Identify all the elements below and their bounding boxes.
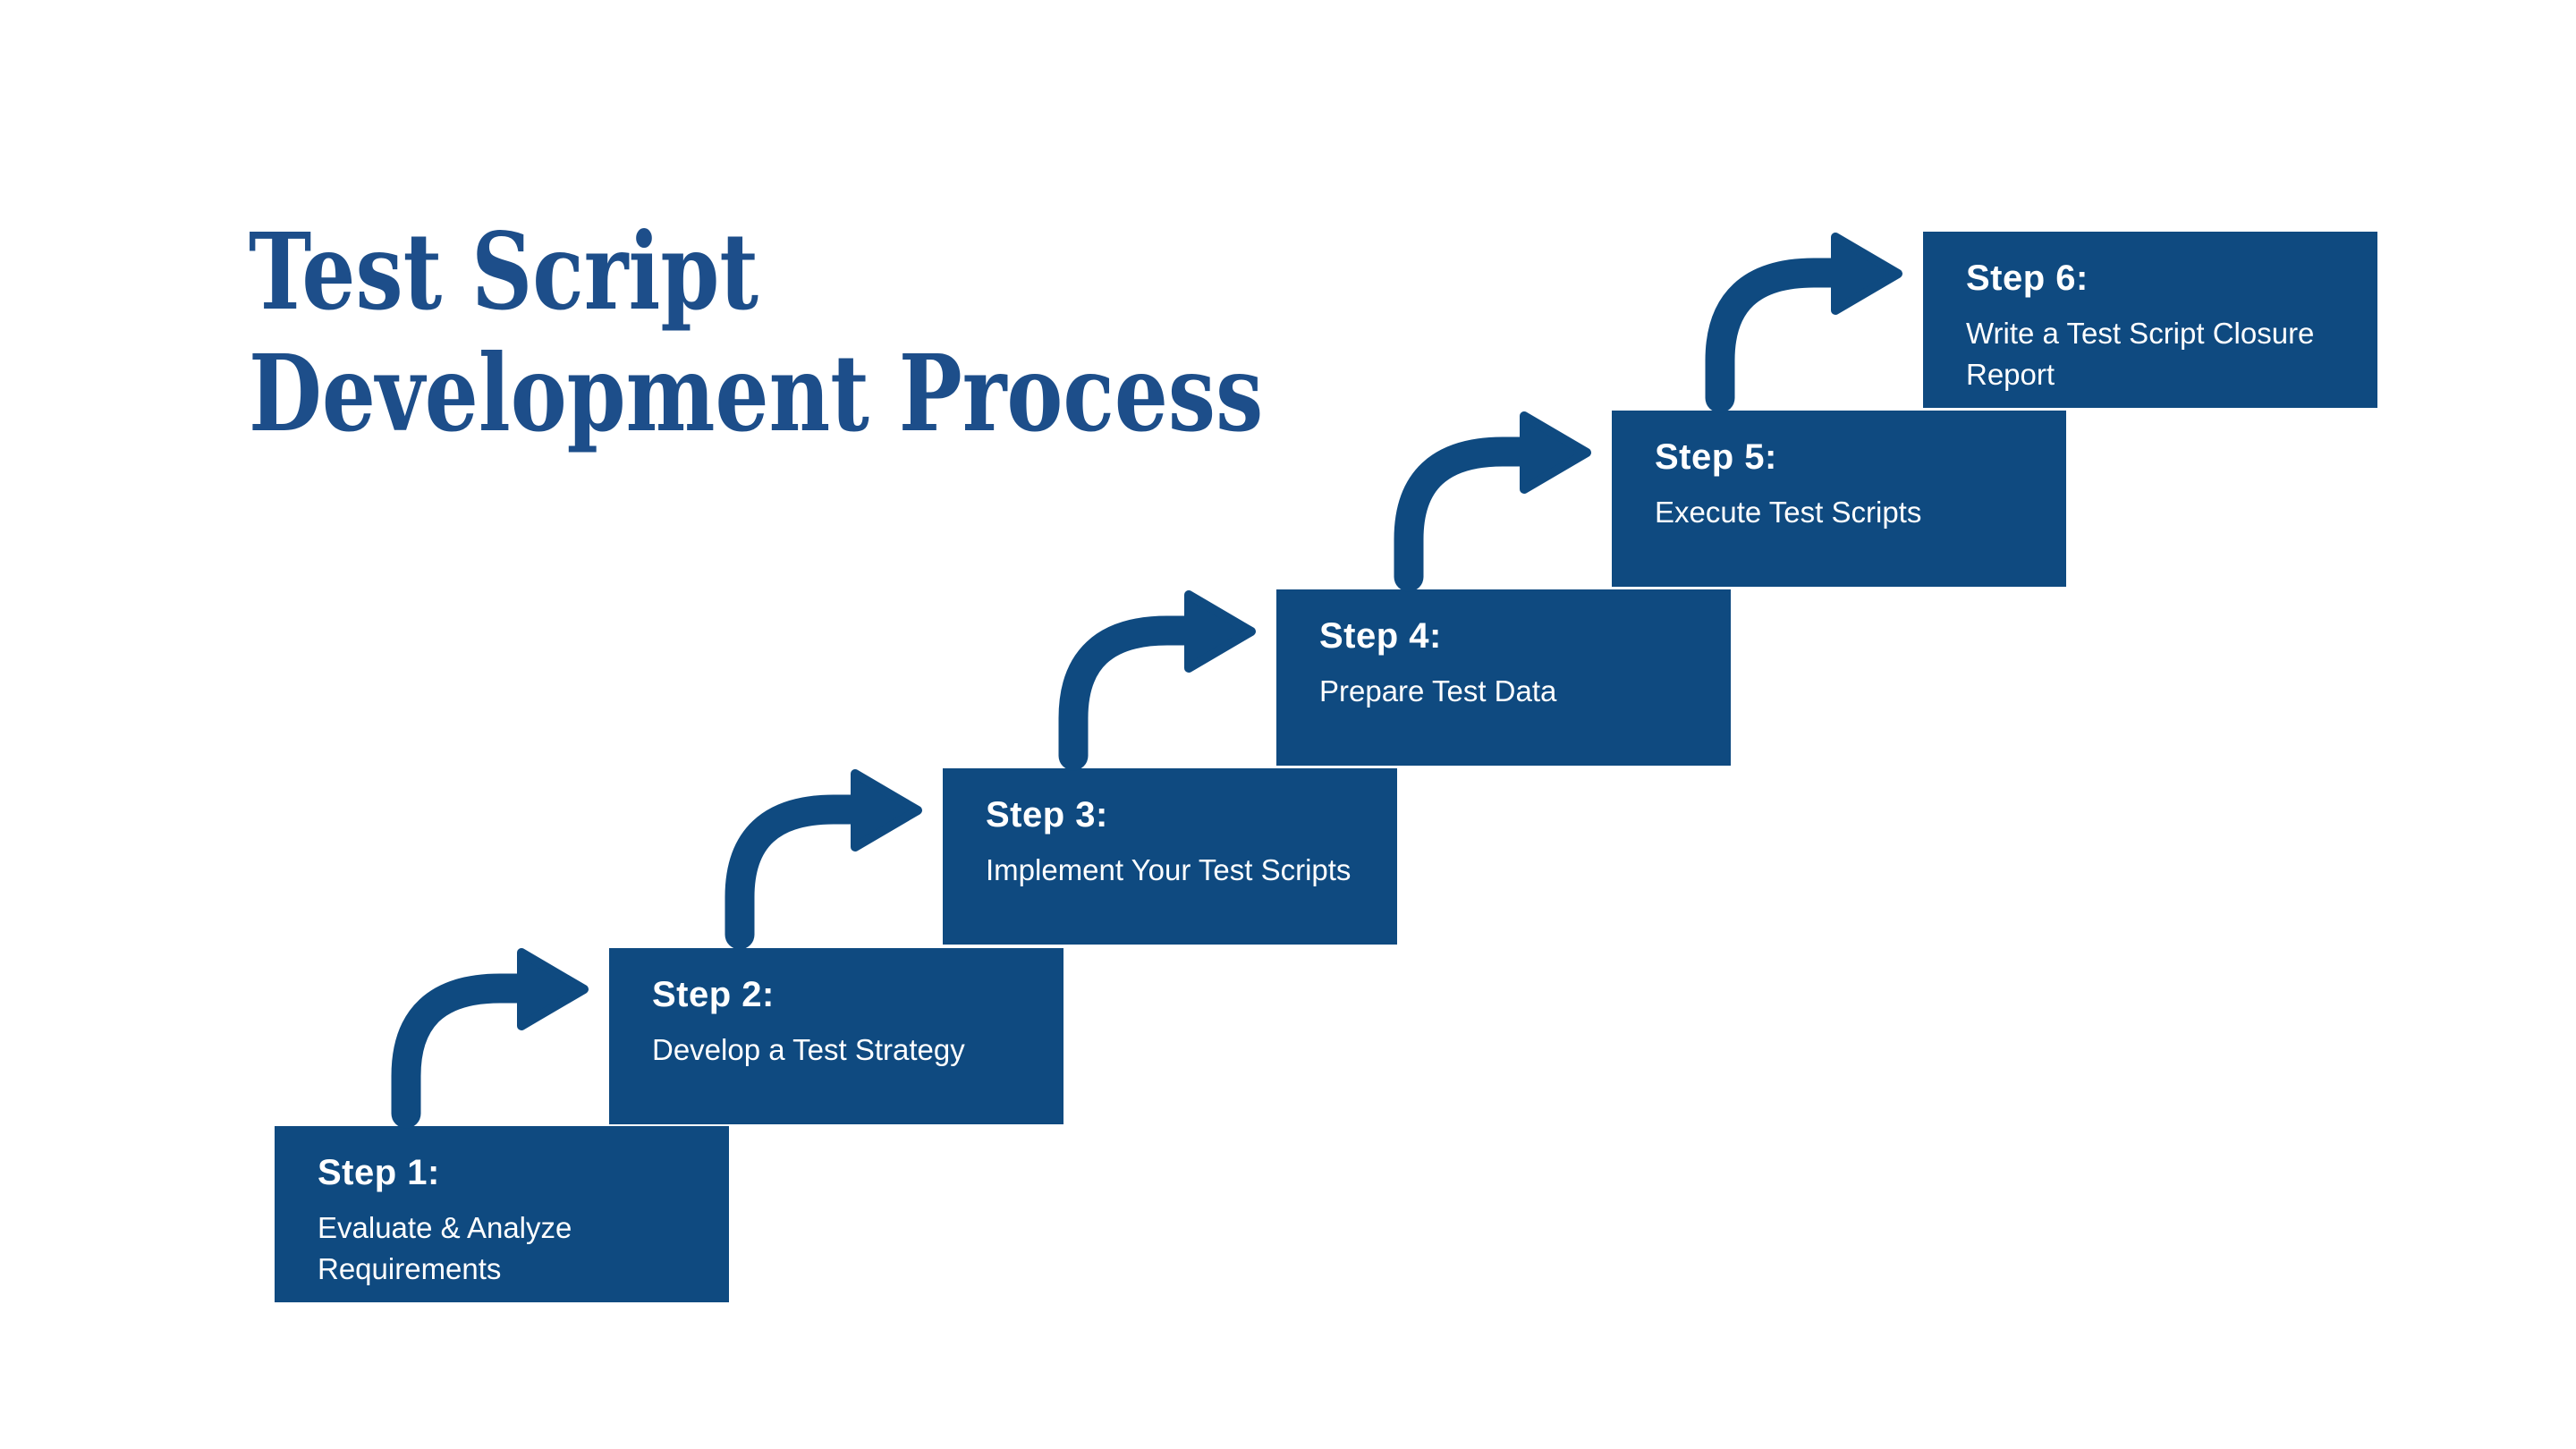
step-3-label: Step 3: <box>986 795 1108 835</box>
step-3-description: Implement Your Test Scripts <box>986 853 1352 886</box>
step-box-4: Step 4: Prepare Test Data <box>1276 589 1731 766</box>
curved-arrow-icon-1-to-2 <box>391 948 589 1129</box>
step-4-label: Step 4: <box>1319 616 1442 656</box>
curved-arrow-icon-2-to-3 <box>724 769 922 950</box>
step-5-description: Execute Test Scripts <box>1655 496 1922 529</box>
step-box-1: Step 1: Evaluate & Analyze Requirements <box>275 1126 729 1302</box>
step-box-2: Step 2: Develop a Test Strategy <box>609 948 1063 1124</box>
step-6-description: Write a Test Script Closure Report <box>1966 317 2315 392</box>
step-2-label: Step 2: <box>652 975 775 1014</box>
curved-arrow-icon-3-to-4 <box>1058 590 1256 771</box>
step-box-5: Step 5: Execute Test Scripts <box>1612 411 2066 587</box>
page-title-line-1: Test Script <box>249 209 758 334</box>
step-1-description: Evaluate & Analyze Requirements <box>318 1211 572 1286</box>
page-title: Test Script Development Process <box>249 211 1263 453</box>
step-5-label: Step 5: <box>1655 437 1777 477</box>
step-2-description: Develop a Test Strategy <box>652 1033 965 1066</box>
step-box-3: Step 3: Implement Your Test Scripts <box>943 768 1397 945</box>
page-title-line-2: Development Process <box>249 330 1264 455</box>
step-6-label: Step 6: <box>1966 258 2089 298</box>
step-4-description: Prepare Test Data <box>1319 674 1557 708</box>
step-box-6: Step 6: Write a Test Script Closure Repo… <box>1923 232 2377 408</box>
curved-arrow-icon-5-to-6 <box>1705 233 1902 413</box>
curved-arrow-icon-4-to-5 <box>1394 411 1591 592</box>
step-1-label: Step 1: <box>318 1153 440 1192</box>
